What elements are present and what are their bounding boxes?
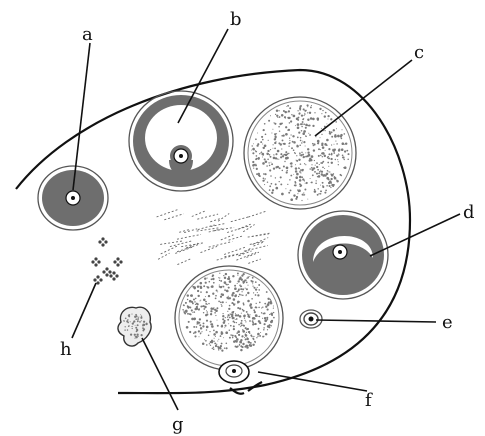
fibrous-streaks bbox=[157, 209, 271, 264]
structure-e-small-body bbox=[300, 310, 322, 328]
structure-c-granular-follicle bbox=[244, 97, 356, 209]
structure-d-crescent-follicle bbox=[298, 211, 388, 299]
label-d: d bbox=[463, 202, 475, 223]
leader-a bbox=[73, 43, 90, 190]
structure-g-irregular-body bbox=[118, 307, 151, 346]
label-a: a bbox=[82, 24, 93, 45]
leader-h bbox=[72, 283, 96, 338]
structure-f-large-follicle bbox=[175, 266, 283, 383]
label-h: h bbox=[60, 339, 72, 360]
label-c: c bbox=[414, 42, 424, 63]
label-g: g bbox=[172, 414, 184, 435]
structure-b-secondary-follicle bbox=[129, 91, 233, 191]
label-b: b bbox=[230, 9, 242, 30]
label-f: f bbox=[365, 390, 373, 411]
leader-g bbox=[142, 338, 178, 410]
structure-h-cell-cluster bbox=[91, 237, 122, 284]
leader-f bbox=[258, 372, 367, 391]
leader-e bbox=[316, 320, 436, 322]
leader-c bbox=[315, 60, 412, 136]
label-e: e bbox=[442, 312, 453, 333]
structure-a-primary-follicle bbox=[38, 166, 108, 230]
